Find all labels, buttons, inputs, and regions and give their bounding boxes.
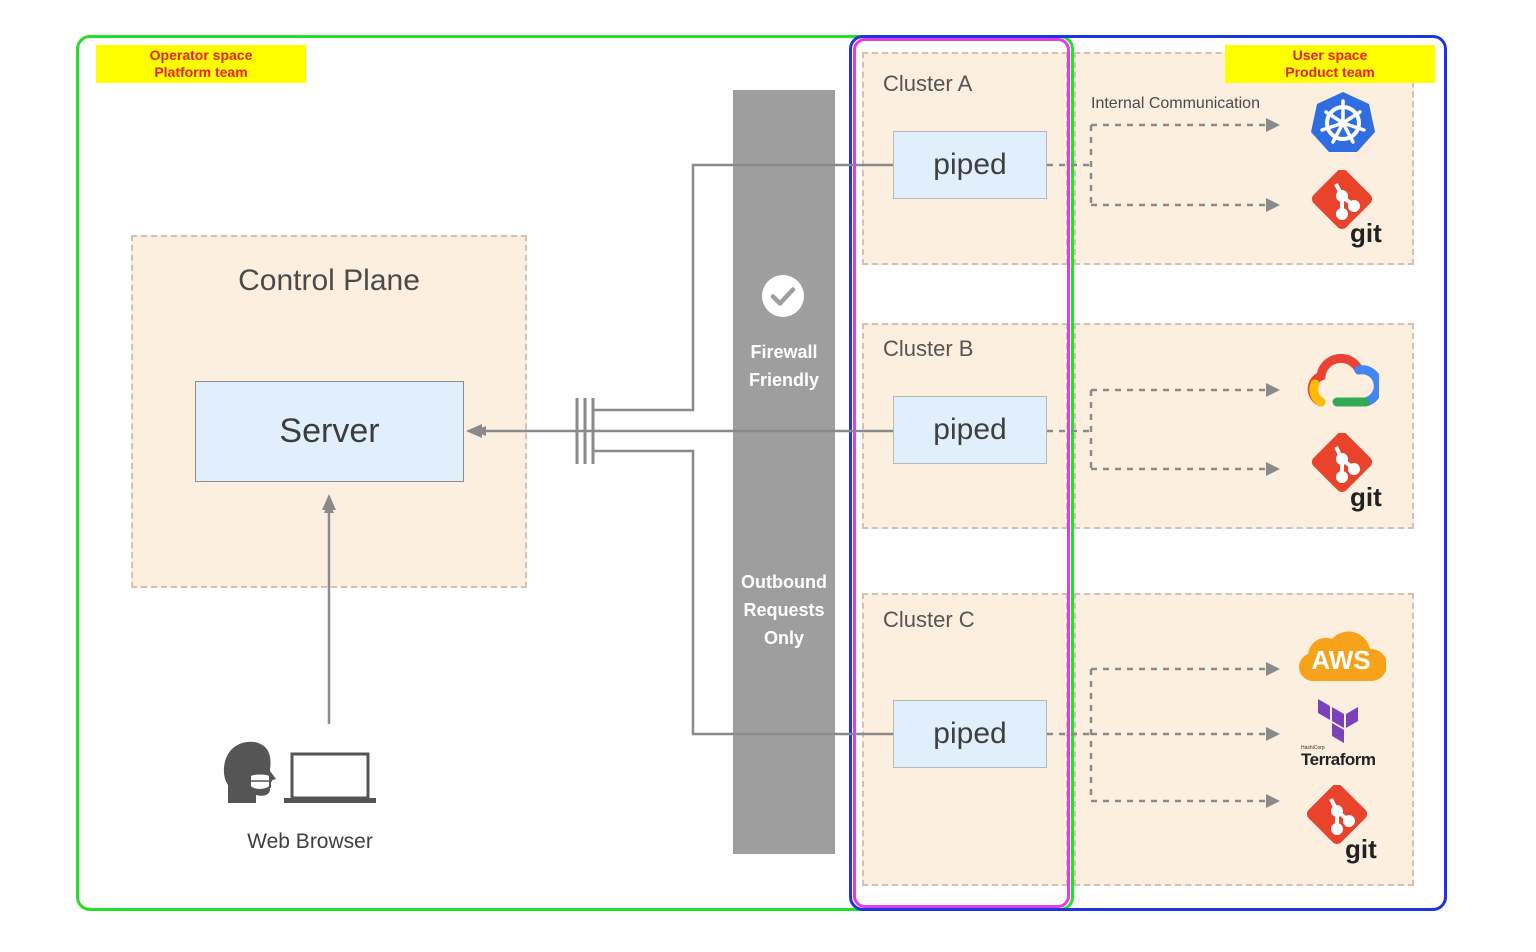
git-icon-c bbox=[1305, 783, 1385, 865]
piped-cluster-b: piped bbox=[893, 396, 1047, 464]
outbound-line2: Requests bbox=[743, 600, 825, 620]
outbound-requests-label: Outbound Requests Only bbox=[732, 568, 836, 652]
internal-communication-label: Internal Communication bbox=[1091, 95, 1260, 112]
user-space-a-box bbox=[1074, 52, 1414, 265]
kubernetes-icon bbox=[1309, 90, 1377, 154]
git-label-a: git bbox=[1350, 218, 1382, 248]
git-icon-a bbox=[1310, 168, 1390, 250]
server-box: Server bbox=[195, 381, 464, 482]
control-plane-title: Control Plane bbox=[238, 264, 420, 297]
user-space-b-box bbox=[1074, 323, 1414, 529]
user-space-line1: User space bbox=[1292, 47, 1368, 63]
cluster-a-title: Cluster A bbox=[883, 71, 973, 96]
web-browser-label: Web Browser bbox=[247, 830, 373, 853]
terraform-icon bbox=[1316, 697, 1362, 743]
terraform-label: Terraform bbox=[1301, 750, 1376, 769]
firewall-friendly-line2: Friendly bbox=[748, 370, 819, 390]
firewall-bar bbox=[733, 90, 835, 854]
user-space-line2: Product team bbox=[1285, 64, 1375, 80]
git-label-c: git bbox=[1345, 834, 1377, 864]
cluster-c-title: Cluster C bbox=[883, 607, 975, 632]
connector-cluster-c bbox=[594, 449, 893, 736]
arrowhead-to-server-from-browser bbox=[322, 494, 336, 510]
piped-cluster-a: piped bbox=[893, 131, 1047, 199]
terraform-vendor-label: HashiCorp bbox=[1301, 745, 1325, 751]
cluster-highlight bbox=[853, 38, 1070, 908]
outbound-line3: Only bbox=[763, 628, 804, 648]
user-space-label: User space Product team bbox=[1225, 45, 1435, 83]
laptop-icon bbox=[284, 752, 376, 804]
operator-space-line1: Operator space bbox=[149, 47, 253, 63]
connection-bundle-clamp bbox=[575, 398, 595, 464]
user-space-region bbox=[849, 35, 1447, 911]
connector-cluster-a bbox=[594, 163, 893, 412]
cluster-b-title: Cluster B bbox=[883, 336, 974, 361]
piped-cluster-c: piped bbox=[893, 700, 1047, 768]
aws-cloud-icon: AWS bbox=[1296, 627, 1388, 685]
firewall-friendly-label: Firewall Friendly bbox=[732, 338, 836, 394]
aws-label: AWS bbox=[1311, 645, 1371, 675]
git-label-b: git bbox=[1350, 482, 1382, 512]
check-icon bbox=[761, 274, 805, 318]
git-icon-b bbox=[1310, 431, 1390, 513]
user-icon bbox=[220, 737, 280, 803]
operator-space-label: Operator space Platform team bbox=[96, 45, 306, 83]
operator-space-region bbox=[76, 35, 1074, 911]
outbound-line1: Outbound bbox=[741, 572, 827, 592]
arrowhead-to-server bbox=[466, 424, 482, 438]
google-cloud-icon bbox=[1307, 353, 1383, 410]
firewall-friendly-line1: Firewall bbox=[750, 342, 818, 362]
operator-space-line2: Platform team bbox=[154, 64, 248, 80]
